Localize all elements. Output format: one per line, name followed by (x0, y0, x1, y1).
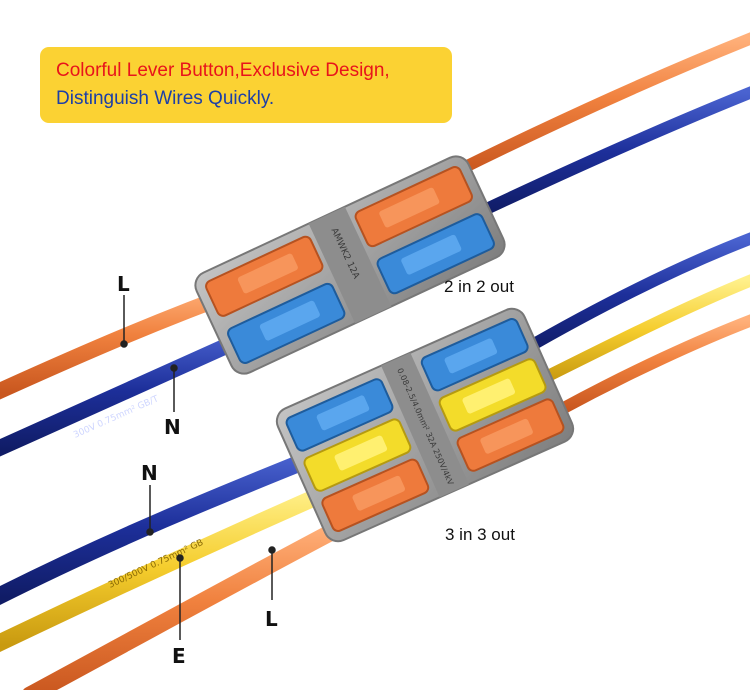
wire-label-top-l: L (117, 272, 130, 296)
wire-blue-top-right (474, 86, 750, 218)
wire-label-bottom-n: N (141, 461, 158, 485)
wire-label-bottom-e: E (172, 644, 186, 668)
wire-blue-bottom-right (514, 232, 750, 358)
caption-3in3out: 3 in 3 out (445, 525, 515, 544)
wire-label-bottom-l: L (265, 607, 278, 631)
headline-banner: Colorful Lever Button,Exclusive Design, … (40, 47, 452, 123)
wire-label-top-n: N (164, 415, 181, 439)
caption-2in2out: 2 in 2 out (444, 277, 514, 296)
wire-yellow-bottom-left (0, 481, 341, 653)
wire-yellow-bottom-right (534, 274, 750, 386)
headline-line-2: Distinguish Wires Quickly. (56, 88, 275, 109)
headline-line-1: Colorful Lever Button,Exclusive Design, (56, 60, 390, 81)
wire-label-leaders (120, 295, 276, 640)
wire-orange-bottom-left (23, 516, 354, 690)
wire-blue-bottom-left (0, 446, 329, 606)
connector-2in2out: AMWK2 12A (194, 155, 506, 375)
connector-3in3out: 0.08-2.5/4.0mm² 32A 250V/4kV (275, 307, 575, 543)
wire-orange-bottom-right (554, 314, 750, 416)
bottom-wire-group: 300/500V 0.75mm² GB (0, 232, 750, 690)
wire-orange-top-right (449, 32, 750, 178)
